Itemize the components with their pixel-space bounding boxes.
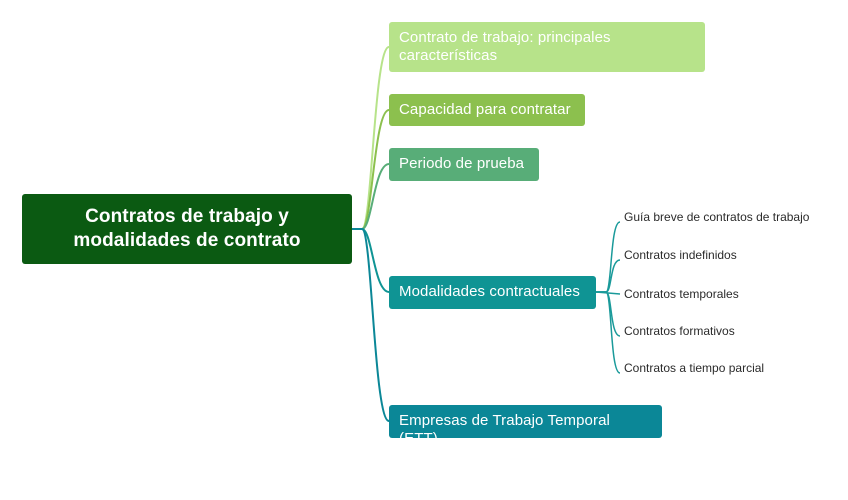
leaf-node-guia-breve[interactable]: Guía breve de contratos de trabajo [624, 210, 810, 224]
branch-node-caracteristicas[interactable]: Contrato de trabajo: principales caracte… [389, 22, 705, 72]
leaf-node-tiempo-parcial[interactable]: Contratos a tiempo parcial [624, 361, 765, 375]
branch-node-label: Periodo de prueba [399, 155, 525, 172]
branch-node-modalidades[interactable]: Modalidades contractuales [389, 276, 596, 309]
branch-node-capacidad[interactable]: Capacidad para contratar [389, 94, 585, 126]
leaf-node-temporales[interactable]: Contratos temporales [624, 287, 739, 301]
leaf-node-formativos[interactable]: Contratos formativos [624, 324, 735, 338]
branch-node-periodo-prueba[interactable]: Periodo de prueba [389, 148, 539, 181]
branch-node-label: Modalidades contractuales [399, 283, 580, 300]
branch-node-ett[interactable]: Empresas de Trabajo Temporal (ETT) [389, 405, 662, 447]
leaf-node-indefinidos[interactable]: Contratos indefinidos [624, 248, 737, 262]
connector-leaf-5 [596, 291, 621, 374]
branch-node-label: Capacidad para contratar [399, 101, 571, 118]
connector-leaf-1 [596, 221, 621, 293]
root-node[interactable]: Contratos de trabajo y modalidades de co… [22, 194, 352, 264]
connector-branch-5 [352, 228, 390, 422]
root-node-label: Contratos de trabajo y modalidades de co… [73, 206, 301, 251]
branch-node-label: Contrato de trabajo: principales caracte… [399, 29, 611, 64]
branch-node-label: Empresas de Trabajo Temporal (ETT) [399, 412, 610, 447]
